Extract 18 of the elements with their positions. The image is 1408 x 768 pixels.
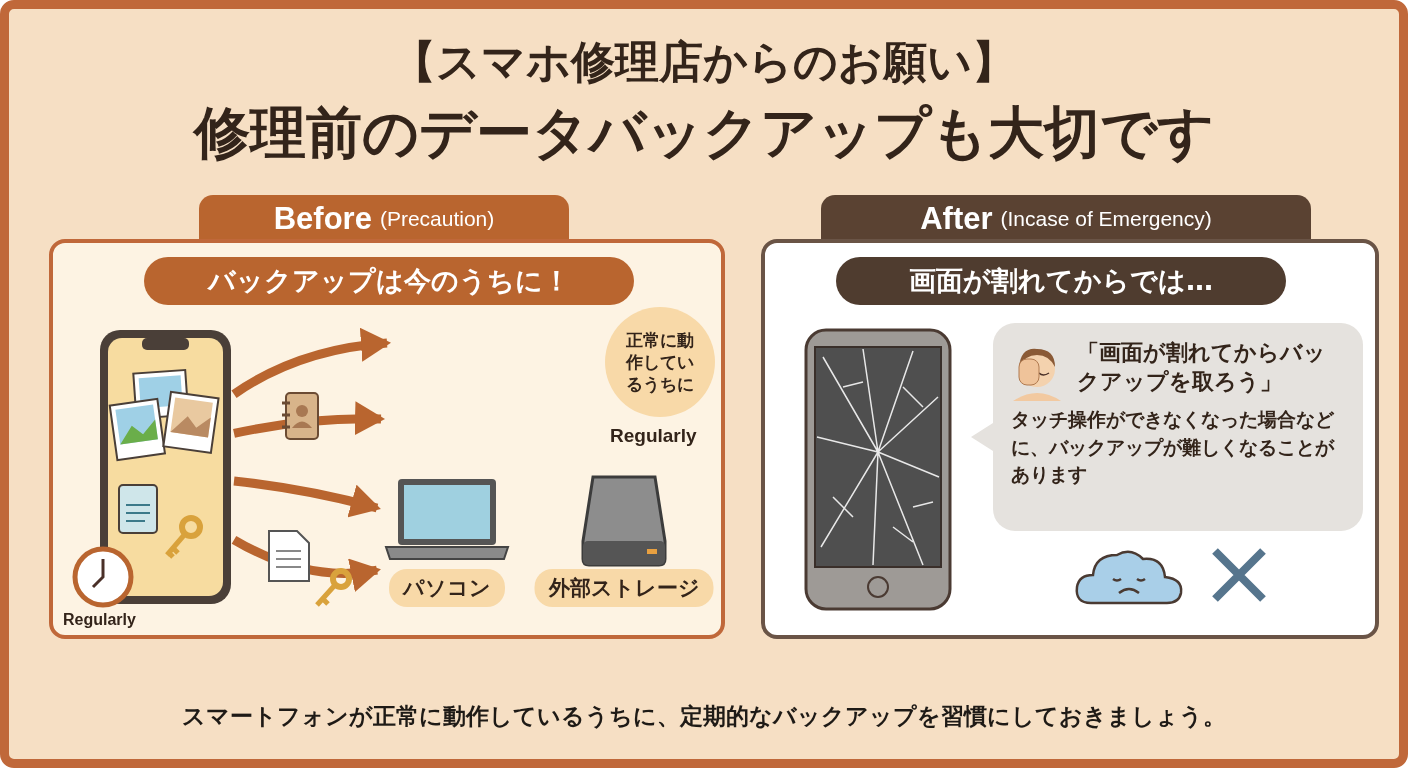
section-banner: 画面が割れてからでは… xyxy=(836,257,1286,305)
curved-arrow xyxy=(233,401,385,438)
panel-heading: After xyxy=(920,201,993,237)
panel-subheading: (Incase of Emergency) xyxy=(1000,207,1212,231)
panel-subheading: (Precaution) xyxy=(379,207,495,231)
bubble-text: タッチ操作ができなくなった場合などに、バックアップが難しくなることがあります xyxy=(1011,407,1336,488)
panel-heading: Before xyxy=(273,201,372,237)
quote-text: 「画面が割れてからバックアップを取ろう」 xyxy=(1077,339,1327,396)
subtitle: 修理前のデータバックアップも大切です xyxy=(191,101,1215,166)
device-label: 外部ストレージ xyxy=(534,569,714,607)
title: 【スマホ修理店からのお願い】 xyxy=(391,37,1017,88)
curved-arrow xyxy=(231,328,391,398)
note-caption: Regularly xyxy=(610,425,697,447)
caption: スマートフォンが正常に動作しているうちに、定期的なバックアップを習慣にしておきましょう。 xyxy=(181,702,1227,731)
curved-arrow xyxy=(233,476,381,518)
section-banner: バックアップは今のうちに！ xyxy=(144,257,634,305)
device-label: パソコン xyxy=(389,569,505,607)
clock-caption: Regularly xyxy=(63,611,136,629)
